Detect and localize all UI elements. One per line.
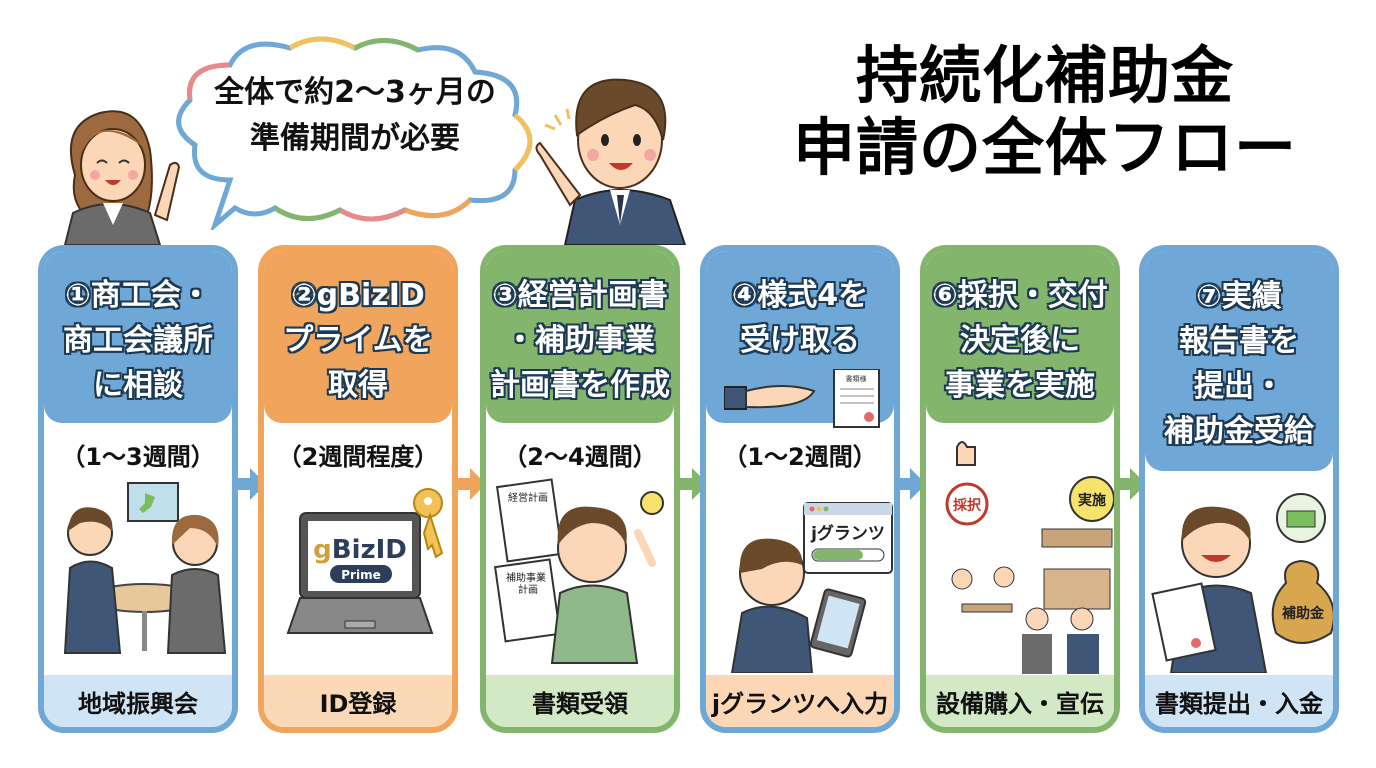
step-2-panel: ②gBizID プライムを 取得 （2週間程度） gBizID Prime ID… <box>258 245 458 733</box>
step-6-footer: 設備購入・宣伝 <box>926 675 1114 727</box>
svg-text:補助金: 補助金 <box>1281 605 1325 622</box>
svg-text:経営計画: 経営計画 <box>508 491 548 504</box>
arrow-right-icon <box>896 468 926 500</box>
step-7-header: ⑦実績 報告書を 提出・ 補助金受給 <box>1145 251 1333 471</box>
svg-text:実施: 実施 <box>1078 492 1106 509</box>
step-6-panel: ⑥採択・交付 決定後に 事業を実施 採択 実施 設備購入・宣伝 <box>920 245 1120 733</box>
tablet-jgrants-icon: jグランツ <box>730 502 893 673</box>
laptop-key-icon: gBizID Prime <box>286 488 444 634</box>
svg-text:gBizID: gBizID <box>313 535 407 565</box>
arrow-right-icon <box>236 468 266 500</box>
step-4-footer: jグランツへ入力 <box>706 675 894 727</box>
step-4-label: ④様式4を 受け取る <box>731 278 869 358</box>
step-1-panel: ①商工会・ 商工会議所 に相談 （1〜3週間） 地域振興会 <box>38 245 238 733</box>
step-4-duration: （1〜2週間） <box>723 443 877 471</box>
man-pointing-icon <box>535 78 687 245</box>
report-subsidy-icon: 補助金 <box>1151 493 1333 673</box>
svg-text:Prime: Prime <box>341 568 380 582</box>
step-3-duration: （2〜4週間） <box>503 443 657 471</box>
svg-text:計画: 計画 <box>518 583 538 596</box>
step-3-header: ③経営計画書 ・補助事業 計画書を作成 <box>486 251 674 423</box>
step-1-footer: 地域振興会 <box>44 675 232 727</box>
step-2-label: ②gBizID プライムを 取得 <box>283 277 433 403</box>
svg-text:書類様: 書類様 <box>846 374 867 383</box>
step-6-label: ⑥採択・交付 決定後に 事業を実施 <box>932 277 1108 403</box>
consultation-meeting-icon <box>63 482 227 654</box>
svg-text:採択: 採択 <box>953 497 982 514</box>
arrow-right-icon <box>678 468 708 500</box>
speech-line-2: 準備期間が必要 <box>250 121 460 156</box>
page-title: 持続化補助金 申請の全体フロー <box>740 40 1350 184</box>
step-7-footer: 書類提出・入金 <box>1145 675 1333 727</box>
svg-text:補助事業: 補助事業 <box>506 571 546 584</box>
step-2-duration: （2週間程度） <box>277 443 439 471</box>
step-1-duration: （1〜3週間） <box>61 443 215 471</box>
adoption-implementation-icon: 採択 実施 <box>945 441 1114 674</box>
hand-receiving-form-icon: 書類様 <box>724 369 880 428</box>
step-3-footer: 書類受領 <box>486 675 674 727</box>
arrow-right-icon <box>1116 468 1146 500</box>
speech-line-1: 全体で約2〜3ヶ月の <box>214 75 496 110</box>
step-3-label: ③経営計画書 ・補助事業 計画書を作成 <box>490 277 670 403</box>
planning-documents-icon: 経営計画 補助事業 計画 <box>493 478 664 664</box>
arrow-right-icon <box>456 468 486 500</box>
step-1-header: ①商工会・ 商工会議所 に相談 <box>44 251 232 423</box>
step-2-header: ②gBizID プライムを 取得 <box>264 251 452 423</box>
svg-text:jグランツ: jグランツ <box>810 523 885 544</box>
title-line-1: 持続化補助金 <box>855 39 1234 112</box>
step-7-label: ⑦実績 報告書を 提出・ 補助金受給 <box>1164 279 1314 449</box>
step-7-panel: ⑦実績 報告書を 提出・ 補助金受給 補助金 書類提出・入金 <box>1139 245 1339 733</box>
title-line-2: 申請の全体フロー <box>792 111 1297 184</box>
step-2-footer: ID登録 <box>264 675 452 727</box>
speech-cloud-icon <box>176 36 533 230</box>
step-1-label: ①商工会・ 商工会議所 に相談 <box>63 277 213 403</box>
step-6-header: ⑥採択・交付 決定後に 事業を実施 <box>926 251 1114 423</box>
speech-bubble-text: 全体で約2〜3ヶ月の 準備期間が必要 <box>180 70 530 162</box>
step-3-panel: ③経営計画書 ・補助事業 計画書を作成 （2〜4週間） 経営計画 補助事業 計画… <box>480 245 680 733</box>
step-4-panel: ④様式4を 受け取る 書類様 （1〜2週間） jグランツ jグランツへ入力 <box>700 245 900 733</box>
woman-pointing-icon <box>63 110 181 245</box>
